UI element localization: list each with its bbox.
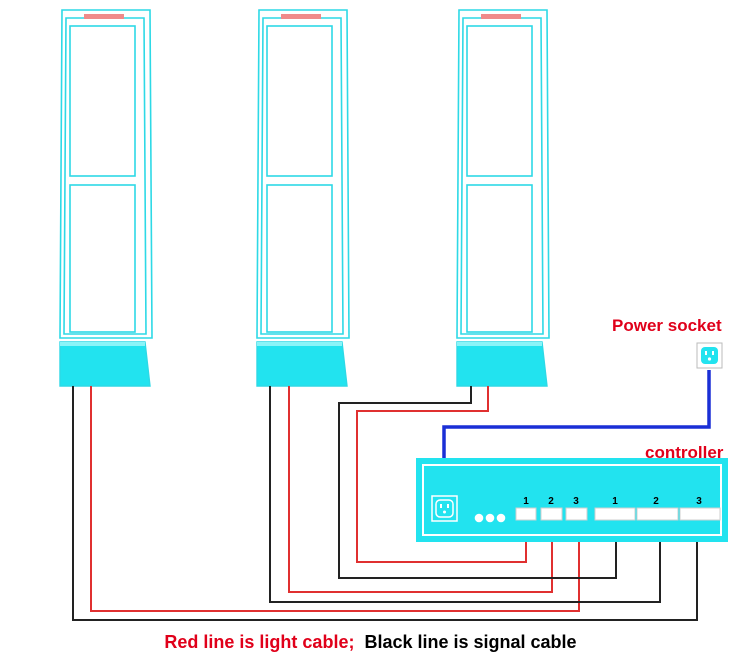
power-socket-icon (701, 347, 718, 364)
antenna-3-base-highlight (457, 342, 542, 346)
signal-port-1 (594, 507, 636, 521)
antenna-2-upper-panel (266, 25, 333, 177)
antenna-3-base (456, 341, 548, 387)
antenna-2-top-light (281, 14, 321, 19)
light-cable-caption: Red line is light cable; (164, 632, 355, 652)
antenna-3-top-light (481, 14, 521, 19)
light-port-label: 2 (548, 496, 554, 507)
antenna-3-lower-panel (466, 184, 533, 333)
light-port-3 (565, 507, 588, 521)
signal-port-label: 3 (696, 496, 702, 507)
light-port-2 (540, 507, 563, 521)
antenna-2-base-highlight (257, 342, 342, 346)
antenna-1-upper-panel (69, 25, 136, 177)
signal-cable-antenna-1 (72, 386, 698, 621)
signal-port-label: 1 (612, 496, 618, 507)
power-socket-label: Power socket (612, 316, 722, 335)
light-ports: 1 2 3 (515, 496, 588, 521)
signal-cable-antenna-2 (269, 386, 661, 603)
antenna-1-outer-frame (59, 9, 153, 339)
indicator-light-icon (496, 513, 506, 523)
antenna-1 (59, 9, 153, 387)
antenna-3 (456, 9, 550, 387)
light-port-1 (515, 507, 537, 521)
signal-port-2 (636, 507, 679, 521)
signal-cable-caption: Black line is signal cable (364, 632, 577, 652)
indicator-lights (474, 513, 506, 523)
light-cable-antenna-2 (288, 386, 553, 593)
antenna-1-lower-panel (69, 184, 136, 333)
indicator-light-icon (474, 513, 484, 523)
light-cable-antenna-1 (90, 386, 580, 612)
legend-caption: Red line is light cable; Black line is s… (0, 632, 741, 653)
controller: 1 2 3 1 2 3 (416, 458, 728, 542)
antenna-2-lower-panel (266, 184, 333, 333)
signal-cable-antenna-3 (338, 386, 617, 579)
antenna-1-base (59, 341, 151, 387)
antenna-2 (256, 9, 350, 387)
controller-body (416, 458, 728, 542)
indicator-light-icon (485, 513, 495, 523)
antenna-1-top-light (84, 14, 124, 19)
light-port-label: 3 (573, 496, 579, 507)
antenna-3-outer-frame (456, 9, 550, 339)
signal-ports: 1 2 3 (594, 496, 721, 521)
antenna-2-outer-frame (256, 9, 350, 339)
controller-label: controller (645, 443, 724, 462)
antenna-3-upper-panel (466, 25, 533, 177)
signal-port-3 (679, 507, 721, 521)
antenna-1-base-highlight (60, 342, 145, 346)
signal-port-label: 2 (653, 496, 659, 507)
controller-inner-border (422, 464, 722, 536)
light-port-label: 1 (523, 496, 529, 507)
antenna-2-base (256, 341, 348, 387)
controller-power-input-icon (431, 495, 458, 522)
light-cable-antenna-3 (356, 386, 527, 563)
power-socket (696, 342, 723, 369)
